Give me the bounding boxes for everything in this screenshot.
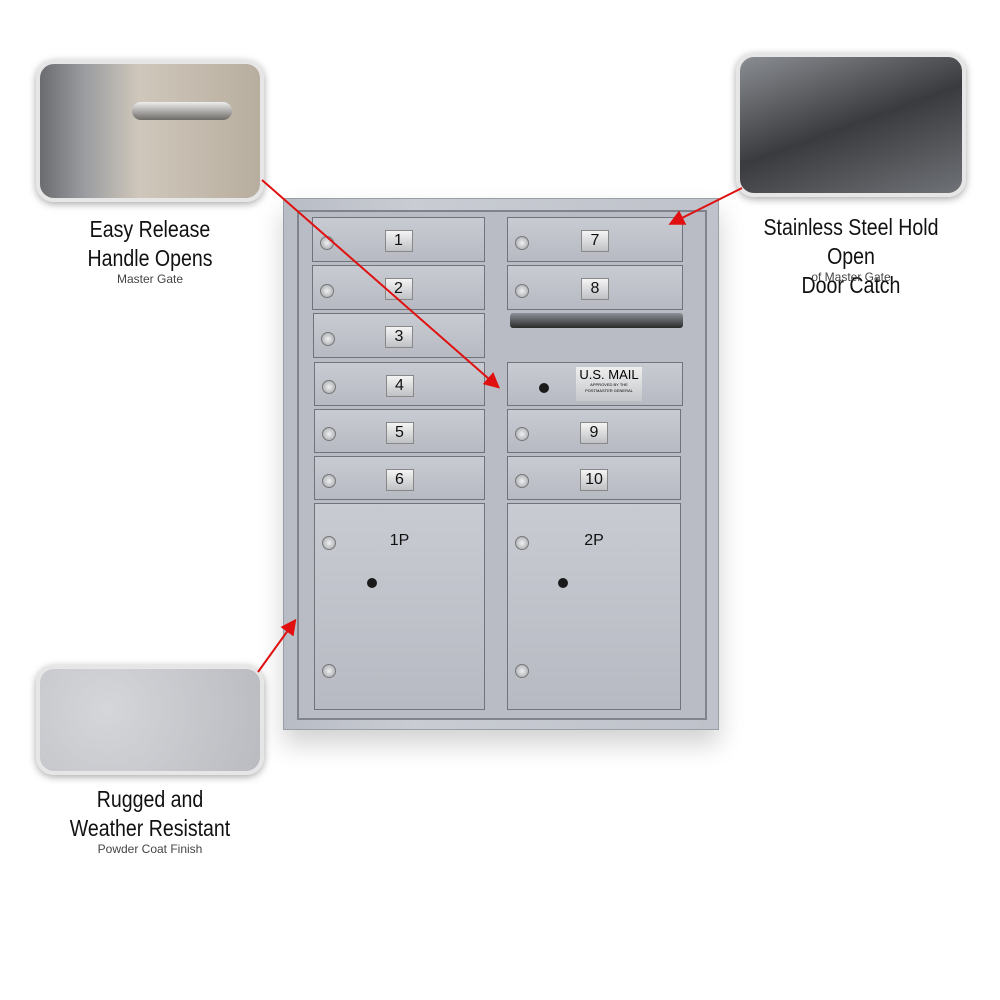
finish-arrow xyxy=(257,618,297,673)
door-number: 1 xyxy=(384,230,413,252)
lock-icon xyxy=(322,380,336,394)
door-number: 2P xyxy=(584,532,604,549)
keyhole-icon xyxy=(558,578,568,588)
catch-subtitle: of Master Gate xyxy=(811,270,891,284)
handle-icon xyxy=(132,102,232,120)
door-8[interactable]: 8 xyxy=(507,265,683,310)
handle-arrow xyxy=(261,179,501,389)
lock-icon xyxy=(515,427,529,441)
master-door-plate[interactable]: U.S. MAIL APPROVED BY THE POSTMASTER GEN… xyxy=(507,362,683,406)
door-number: 8 xyxy=(581,278,609,300)
handle-subtitle: Master Gate xyxy=(116,272,184,286)
plate-line2: POSTMASTER GENERAL xyxy=(585,388,633,393)
door-number: 4 xyxy=(385,375,414,397)
lock-icon xyxy=(515,664,529,678)
lock-icon xyxy=(515,536,529,550)
plate-title: U.S. MAIL xyxy=(579,367,639,382)
handle-photo xyxy=(36,60,264,202)
door-9[interactable]: 9 xyxy=(507,409,681,453)
us-mail-plate: U.S. MAIL APPROVED BY THE POSTMASTER GEN… xyxy=(576,367,642,401)
door-7[interactable]: 7 xyxy=(507,217,683,262)
lock-icon xyxy=(322,664,336,678)
lock-icon xyxy=(515,284,529,298)
door-4[interactable]: 4 xyxy=(314,362,485,406)
lock-icon xyxy=(322,536,336,550)
parcel-door-1p[interactable]: 1P xyxy=(314,503,485,710)
door-number: 1P xyxy=(389,532,410,549)
door-5[interactable]: 5 xyxy=(314,409,485,453)
powder-coat-photo xyxy=(36,665,264,775)
lock-icon xyxy=(322,474,336,488)
parcel-door-2p[interactable]: 2P xyxy=(507,503,681,710)
door-number: 6 xyxy=(385,469,414,491)
door-number: 3 xyxy=(385,326,413,348)
lock-icon xyxy=(322,427,336,441)
lock-icon xyxy=(320,284,334,298)
lock-icon xyxy=(515,474,529,488)
door-10[interactable]: 10 xyxy=(507,456,681,500)
door-2[interactable]: 2 xyxy=(312,265,485,310)
door-catch-photo xyxy=(736,53,966,197)
door-6[interactable]: 6 xyxy=(314,456,485,500)
lock-icon xyxy=(515,236,529,250)
door-number: 5 xyxy=(385,422,414,444)
door-number: 10 xyxy=(580,469,608,491)
door-number: 7 xyxy=(581,230,609,252)
door-number: 9 xyxy=(580,422,608,444)
finish-subtitle: Powder Coat Finish xyxy=(97,842,203,856)
keyhole-icon xyxy=(539,383,549,393)
outgoing-mail-slot[interactable] xyxy=(510,313,683,328)
catch-arrow xyxy=(668,187,743,225)
lock-icon xyxy=(321,332,335,346)
keyhole-icon xyxy=(367,578,377,588)
plate-line1: APPROVED BY THE xyxy=(590,382,628,387)
